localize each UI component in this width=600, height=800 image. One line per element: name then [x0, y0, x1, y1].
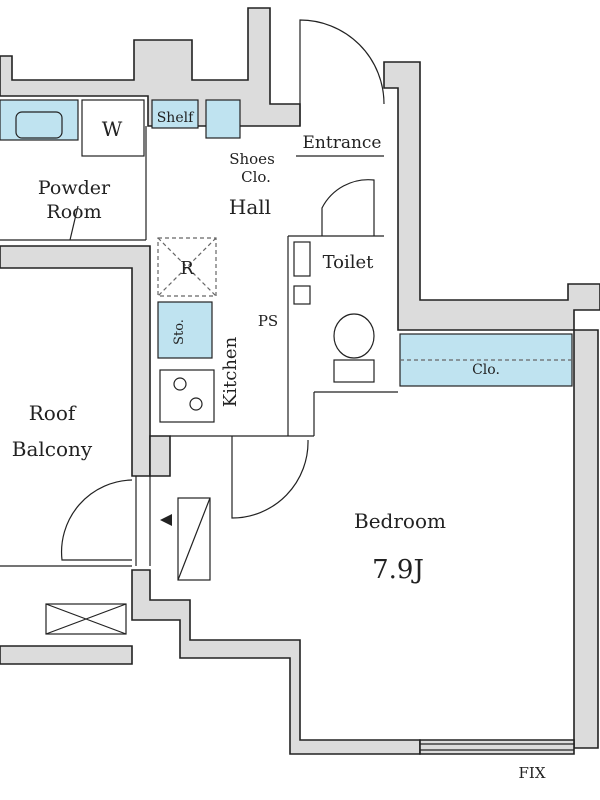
shoes-closet-box	[205, 99, 241, 139]
wall-top-left	[0, 7, 301, 127]
wall-kitchen-bedroom	[149, 435, 171, 477]
wall-far-right	[573, 329, 599, 749]
stove-box	[159, 369, 215, 423]
balcony-door	[60, 479, 133, 561]
labels: W Shelf Shoes Clo. Hall Entrance Powder …	[12, 110, 546, 782]
step-box	[177, 497, 211, 581]
hall-label: Hall	[229, 195, 271, 219]
ac-unit	[45, 603, 127, 635]
powder-room-label-line1: Powder	[38, 177, 111, 199]
wall-bottom-right	[419, 739, 575, 755]
burner-1	[173, 377, 187, 391]
washer-box	[81, 99, 145, 157]
wall-left-mid	[0, 245, 151, 477]
toilet-door	[321, 179, 375, 236]
kitchen-sink-box	[157, 301, 213, 359]
closet-label: Clo.	[472, 362, 500, 378]
wall-right-upper	[383, 61, 600, 331]
toilet-label: Toilet	[323, 252, 375, 273]
bedroom-size-label: 7.9J	[372, 555, 424, 585]
toilet-tank	[333, 359, 375, 383]
toilet-bowl	[333, 313, 375, 359]
fix-label: FIX	[518, 764, 545, 782]
entrance-label: Entrance	[303, 133, 382, 153]
burner-2	[189, 397, 203, 411]
entry-arrow-icon	[160, 514, 172, 526]
shoes-closet-label-line1: Shoes	[229, 150, 275, 168]
walls	[0, 7, 600, 755]
storage-label: Sto.	[172, 319, 187, 345]
step-diagonal	[177, 497, 211, 581]
shoes-closet-label-line2: Clo.	[241, 168, 271, 186]
doors	[60, 19, 385, 561]
ps-shaft	[293, 285, 311, 305]
powder-counter	[0, 99, 79, 141]
roof-balcony-label-line2: Balcony	[12, 437, 93, 461]
washbasin	[15, 111, 63, 139]
interior-lines	[0, 104, 398, 567]
kitchen-label: Kitchen	[220, 336, 241, 407]
shelf-label: Shelf	[157, 110, 195, 126]
powder-room-label-line2: Room	[46, 201, 101, 223]
fix-window	[420, 743, 574, 751]
washer-label: W	[102, 117, 123, 141]
entrance-door	[299, 19, 385, 105]
toilet-sink	[293, 241, 311, 277]
roof-balcony-label-line1: Roof	[29, 401, 77, 425]
powder-door-line	[69, 205, 79, 241]
fixtures	[0, 99, 574, 751]
ps-label: PS	[258, 312, 278, 330]
fridge-box	[157, 237, 217, 297]
bedroom-label: Bedroom	[354, 509, 446, 533]
shelf-box	[151, 99, 199, 129]
wall-bottom	[131, 569, 421, 755]
wall-balcony-bottom	[0, 645, 133, 665]
fridge-label: R	[180, 258, 194, 279]
bedroom-door	[231, 436, 309, 519]
ac-unit-cross	[45, 603, 127, 635]
